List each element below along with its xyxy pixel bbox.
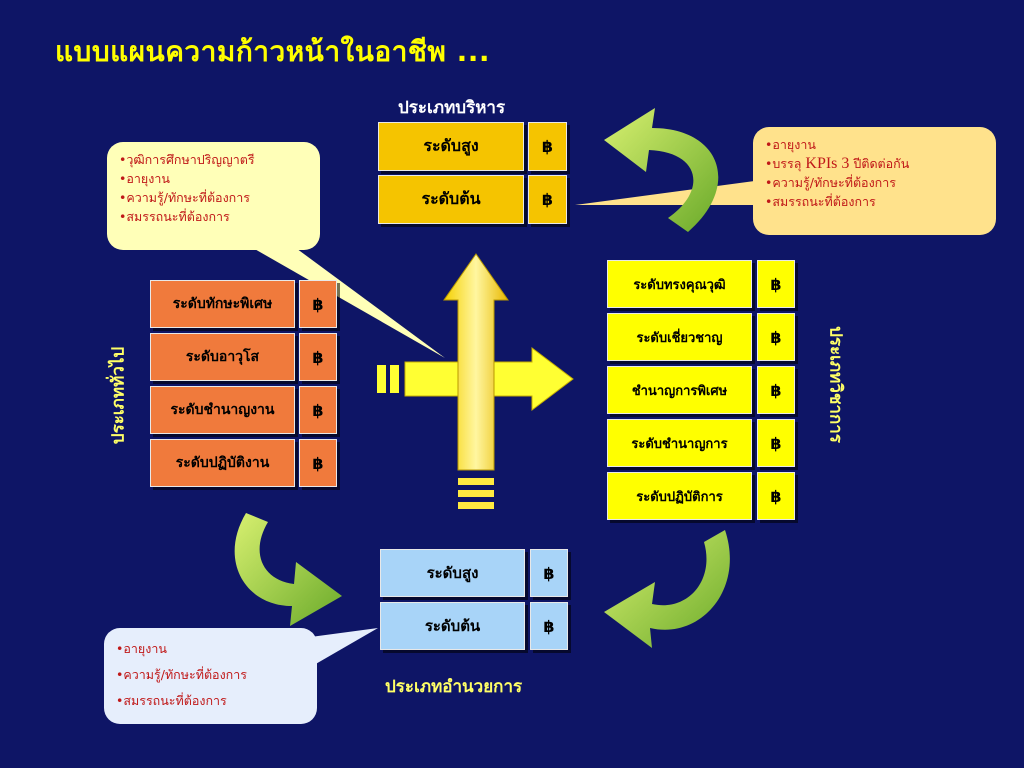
general-senior-salary: ฿ (299, 333, 337, 381)
academic-expert-salary: ฿ (757, 313, 795, 361)
callout-item: วุฒิการศึกษาปริญญาตรี (119, 150, 308, 169)
general-level-special: ระดับทักษะพิเศษ (150, 280, 295, 328)
callout-item: อายุงาน (765, 135, 984, 154)
director-junior-salary: ฿ (530, 602, 568, 650)
academic-senior-professional-salary: ฿ (757, 366, 795, 414)
general-level-operational: ระดับปฏิบัติงาน (150, 439, 295, 487)
callout-academic-requirements: อายุงาน บรรลุ KPIs 3 ปีติดต่อกัน ความรู้… (753, 127, 996, 235)
general-level-skilled: ระดับชำนาญงาน (150, 386, 295, 434)
executive-level-junior: ระดับต้น (378, 175, 524, 224)
cycle-arrow-top-right (604, 108, 719, 232)
executive-header: ประเภทบริหาร (398, 98, 506, 118)
callout-item: สมรรถนะที่ต้องการ (116, 688, 305, 714)
executive-senior-salary: ฿ (528, 122, 567, 171)
executive-junior-salary: ฿ (528, 175, 567, 224)
callout-item: ความรู้/ทักษะที่ต้องการ (116, 662, 305, 688)
callout-item: อายุงาน (116, 636, 305, 662)
callout-item-kpi: บรรลุ KPIs 3 ปีติดต่อกัน (765, 154, 984, 173)
callout-item: ความรู้/ทักษะที่ต้องการ (765, 173, 984, 192)
academic-header: ประเภทวิชาการ (825, 326, 846, 443)
callout-kpi-suffix: ปีติดต่อกัน (853, 156, 910, 171)
cycle-arrow-bottom-right (604, 530, 730, 648)
up-arrow (443, 253, 509, 509)
academic-professional-salary: ฿ (757, 419, 795, 467)
executive-level-senior: ระดับสูง (378, 122, 524, 171)
callout-director-requirements: อายุงาน ความรู้/ทักษะที่ต้องการ สมรรถนะท… (104, 628, 317, 724)
page-title: แบบแผนความก้าวหน้าในอาชีพ ... (55, 35, 491, 68)
director-header: ประเภทอำนวยการ (385, 677, 523, 697)
callout-item: อายุงาน (119, 169, 308, 188)
general-skilled-salary: ฿ (299, 386, 337, 434)
director-level-senior: ระดับสูง (380, 549, 525, 597)
callout-item: ความรู้/ทักษะที่ต้องการ (119, 188, 308, 207)
cycle-arrow-bottom-left (234, 513, 342, 626)
callout-tail-top-right (575, 180, 762, 205)
general-header: ประเภททั่วไป (108, 346, 129, 445)
general-level-senior: ระดับอาวุโส (150, 333, 295, 381)
director-level-junior: ระดับต้น (380, 602, 525, 650)
academic-level-expert: ระดับเชี่ยวชาญ (607, 313, 752, 361)
director-senior-salary: ฿ (530, 549, 568, 597)
callout-general-requirements: วุฒิการศึกษาปริญญาตรี อายุงาน ความรู้/ทั… (107, 142, 320, 250)
callout-kpi-prefix: บรรลุ (772, 156, 802, 171)
callout-item: สมรรถนะที่ต้องการ (119, 207, 308, 226)
general-special-salary: ฿ (299, 280, 337, 328)
academic-level-practitioner: ระดับปฏิบัติการ (607, 472, 752, 520)
academic-level-expert-advanced: ระดับทรงคุณวุฒิ (607, 260, 752, 308)
general-operational-salary: ฿ (299, 439, 337, 487)
academic-practitioner-salary: ฿ (757, 472, 795, 520)
academic-level-professional: ระดับชำนาญการ (607, 419, 752, 467)
callout-kpi-highlight: KPIs 3 (805, 155, 850, 172)
academic-level-senior-professional: ชำนาญการพิเศษ (607, 366, 752, 414)
callout-item: สมรรถนะที่ต้องการ (765, 192, 984, 211)
academic-expert-advanced-salary: ฿ (757, 260, 795, 308)
